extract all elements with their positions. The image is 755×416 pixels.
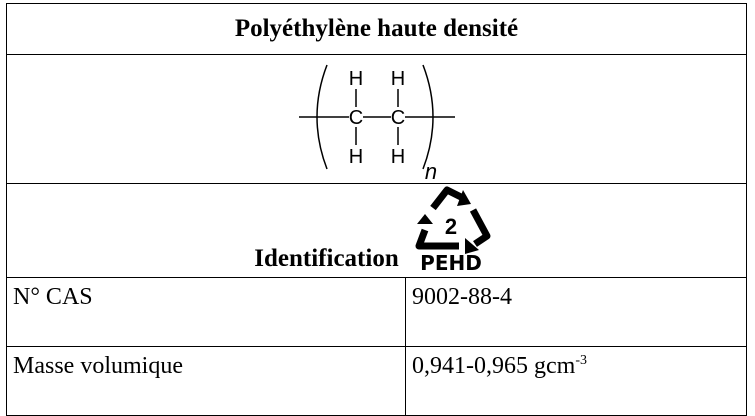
data-table: Polyéthylène haute densité H [5, 3, 748, 416]
recycle-arrowhead-top [456, 190, 471, 206]
recycle-arrowhead-right [464, 238, 479, 254]
property-value-density: 0,941-0,965 gcm-3 [404, 346, 748, 416]
recycling-number: 2 [445, 214, 457, 239]
structural-formula: H H C C H H n [298, 64, 455, 181]
table-row: Masse volumique 0,941-0,965 gcm-3 [6, 346, 748, 416]
atom-c-1: C [348, 107, 362, 129]
atom-h-2: H [390, 68, 404, 90]
recycle-arrow-left [415, 228, 459, 250]
property-name-cas: N° CAS [6, 277, 406, 347]
recycling-symbol-icon: 2 PEHD [415, 186, 491, 274]
property-name-density: Masse volumique [6, 346, 406, 416]
identification-group: Identification 2 PEHD [254, 184, 498, 277]
table-row: N° CAS 9002-88-4 [6, 277, 748, 347]
atom-h-1: H [348, 68, 362, 90]
recycle-arrow-right [469, 208, 491, 247]
repeat-subscript: n [424, 159, 436, 181]
structural-formula-cell: H H C C H H n [5, 54, 748, 184]
density-unit-exponent: -3 [575, 353, 587, 368]
property-value-cas: 9002-88-4 [404, 277, 748, 347]
atom-h-4: H [390, 146, 404, 168]
table-title: Polyéthylène haute densité [5, 3, 748, 55]
recycling-code: PEHD [420, 251, 482, 274]
recycle-arrow-top [429, 186, 465, 211]
recycle-arrowhead-left [416, 214, 433, 224]
atom-c-2: C [390, 107, 404, 129]
identification-cell: Identification 2 PEHD [5, 183, 748, 278]
density-value: 0,941-0,965 gcm [412, 353, 576, 379]
identification-label: Identification [254, 245, 399, 272]
atom-h-3: H [348, 146, 362, 168]
